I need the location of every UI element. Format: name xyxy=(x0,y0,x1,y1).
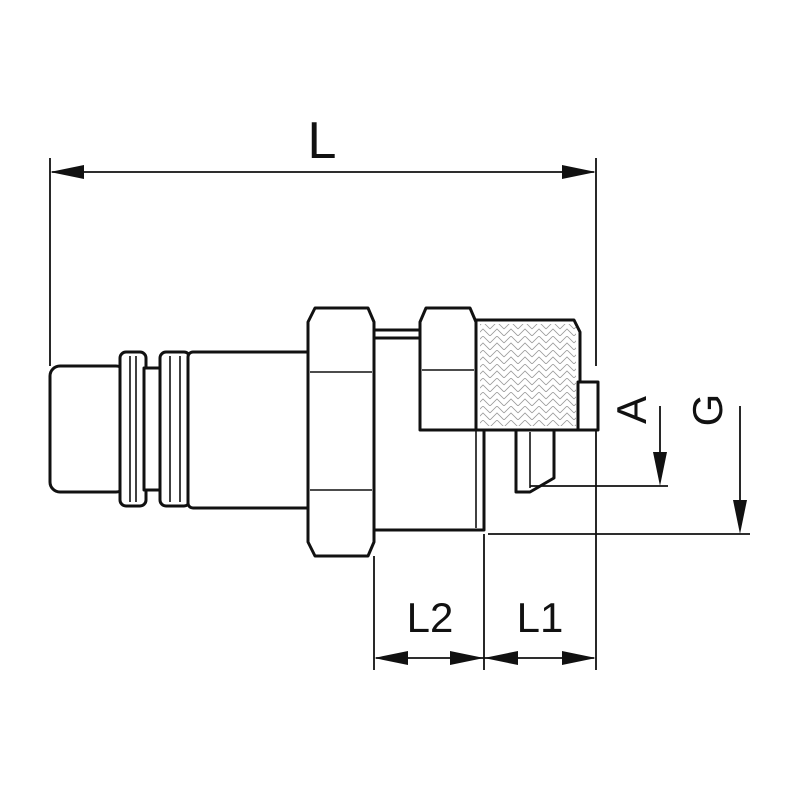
dimension-l1-l2: L2 L1 xyxy=(373,430,597,670)
dimension-a: A xyxy=(530,396,668,487)
sleeve-step xyxy=(576,380,600,432)
hose-sleeve xyxy=(474,318,600,432)
plug-shank xyxy=(186,350,314,510)
hose-tail xyxy=(514,428,556,494)
large-hex-nut xyxy=(306,306,376,558)
plug-nose xyxy=(48,364,128,494)
small-hex-nut xyxy=(418,306,478,432)
label-l1: L1 xyxy=(517,594,564,641)
plug-groove-ring-2 xyxy=(158,350,192,508)
dimension-g: G xyxy=(488,394,750,535)
plug-body xyxy=(48,350,314,510)
label-l: L xyxy=(308,112,337,170)
label-l2: L2 xyxy=(407,594,454,641)
label-g: G xyxy=(684,394,731,427)
plug-groove-ring-1 xyxy=(118,350,148,508)
dimension-l: L xyxy=(49,112,597,366)
label-a: A xyxy=(608,396,655,424)
